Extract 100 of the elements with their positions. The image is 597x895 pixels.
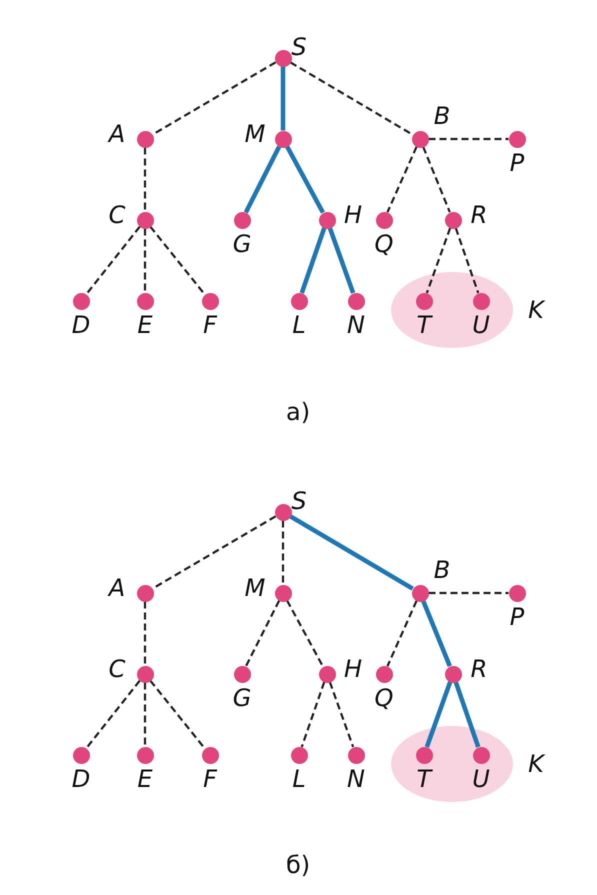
tree-node-dot [348, 746, 364, 764]
node-label: U [471, 312, 491, 338]
caption-label: б) [286, 851, 310, 879]
tree-edge [144, 148, 146, 212]
tree-node-dot [412, 584, 428, 602]
node-label: F [202, 766, 218, 792]
node-label: H [342, 202, 364, 228]
tree-edge [422, 146, 451, 213]
tree-node-dot [508, 584, 526, 602]
tree-node-dot [72, 746, 90, 764]
tree-node-dot [136, 212, 154, 228]
tree-edge [328, 227, 356, 294]
node-label: N [346, 766, 366, 792]
tree-edge [290, 61, 414, 136]
node-label: H [342, 656, 364, 682]
tree-edge [386, 146, 418, 213]
tree-node-dot [376, 212, 392, 228]
tree-edge [300, 682, 326, 748]
tree-node-dot [274, 50, 292, 66]
tree-node-dot [318, 212, 336, 228]
node-label: K [527, 297, 546, 323]
tree-node-dot [202, 746, 218, 764]
tree-node-dot [318, 666, 336, 682]
tree-node-dot [444, 666, 462, 682]
tree-edge [286, 600, 324, 668]
tree-node-dot [472, 292, 490, 310]
tree-edge [454, 681, 480, 748]
tree-node-dot [290, 746, 308, 764]
tree-edge [144, 228, 146, 292]
tree-edge [280, 66, 286, 130]
node-label: E [136, 766, 154, 792]
tree-node-dot [136, 666, 154, 682]
tree-edge [144, 602, 146, 666]
node-label: P [508, 150, 526, 176]
node-label: T [416, 766, 434, 792]
tree-edge [149, 680, 206, 750]
tree-edge [426, 228, 452, 294]
node-label: C [108, 656, 126, 682]
tree-node-dot [472, 746, 490, 764]
tree-edge [421, 600, 452, 667]
node-label: D [70, 766, 92, 792]
tree-node-dot [376, 666, 392, 682]
node-label: R [470, 656, 488, 682]
tree-node-dot [290, 292, 308, 310]
node-label: F [202, 312, 218, 338]
node-label: G [232, 685, 252, 711]
tree-edge [300, 227, 326, 294]
tree-node-dot [136, 130, 154, 148]
tree-edge [289, 514, 414, 591]
tree-node-dot [274, 130, 292, 148]
node-label: L [291, 312, 307, 338]
node-label: L [291, 766, 307, 792]
tree-edge [244, 146, 282, 214]
tree-node-dot [136, 584, 154, 602]
node-label: K [527, 751, 546, 777]
tree-node-dot [274, 504, 292, 520]
node-label: U [471, 766, 491, 792]
tree-node-dot [136, 292, 154, 310]
tree-node-dot [202, 292, 218, 310]
node-label: Q [374, 685, 394, 711]
node-label: A [106, 121, 126, 147]
tree-node-dot [234, 212, 250, 228]
tree-edge [85, 680, 141, 750]
node-label: D [70, 312, 92, 338]
tree-edge [428, 138, 508, 140]
node-label: M [244, 121, 266, 147]
node-label: C [108, 202, 126, 228]
node-label: S [290, 488, 308, 514]
tree-node-dot [444, 212, 462, 228]
tree-edge [328, 682, 354, 748]
node-label: T [416, 312, 434, 338]
tree-edge [424, 681, 452, 748]
tree-node-dot [348, 292, 364, 310]
tree-edge [282, 520, 284, 584]
node-label: R [470, 202, 488, 228]
node-label: B [432, 103, 452, 129]
tree-edge [386, 600, 418, 667]
tree-node-dot [416, 746, 432, 764]
tree-edge [244, 600, 280, 667]
node-label: B [432, 557, 452, 583]
node-label: Q [374, 231, 394, 257]
tree-node-dot [412, 130, 428, 148]
tree-edge [285, 145, 325, 214]
tree-node-dot [508, 130, 526, 148]
node-label: S [290, 34, 308, 60]
tree-node-dot [274, 584, 292, 602]
node-label: E [136, 312, 154, 338]
tree-edge [85, 226, 141, 296]
tree-edge [149, 226, 206, 296]
node-label: A [106, 575, 126, 601]
node-label: G [232, 231, 252, 257]
node-label: P [508, 604, 526, 630]
tree-node-dot [416, 292, 432, 310]
tree-node-dot [72, 292, 90, 310]
tree-node-dot [234, 666, 250, 682]
node-label: M [244, 575, 266, 601]
node-label: N [346, 312, 366, 338]
tree-edge [144, 682, 146, 746]
tree-node-dot [136, 746, 154, 764]
tree-edge [428, 592, 508, 594]
